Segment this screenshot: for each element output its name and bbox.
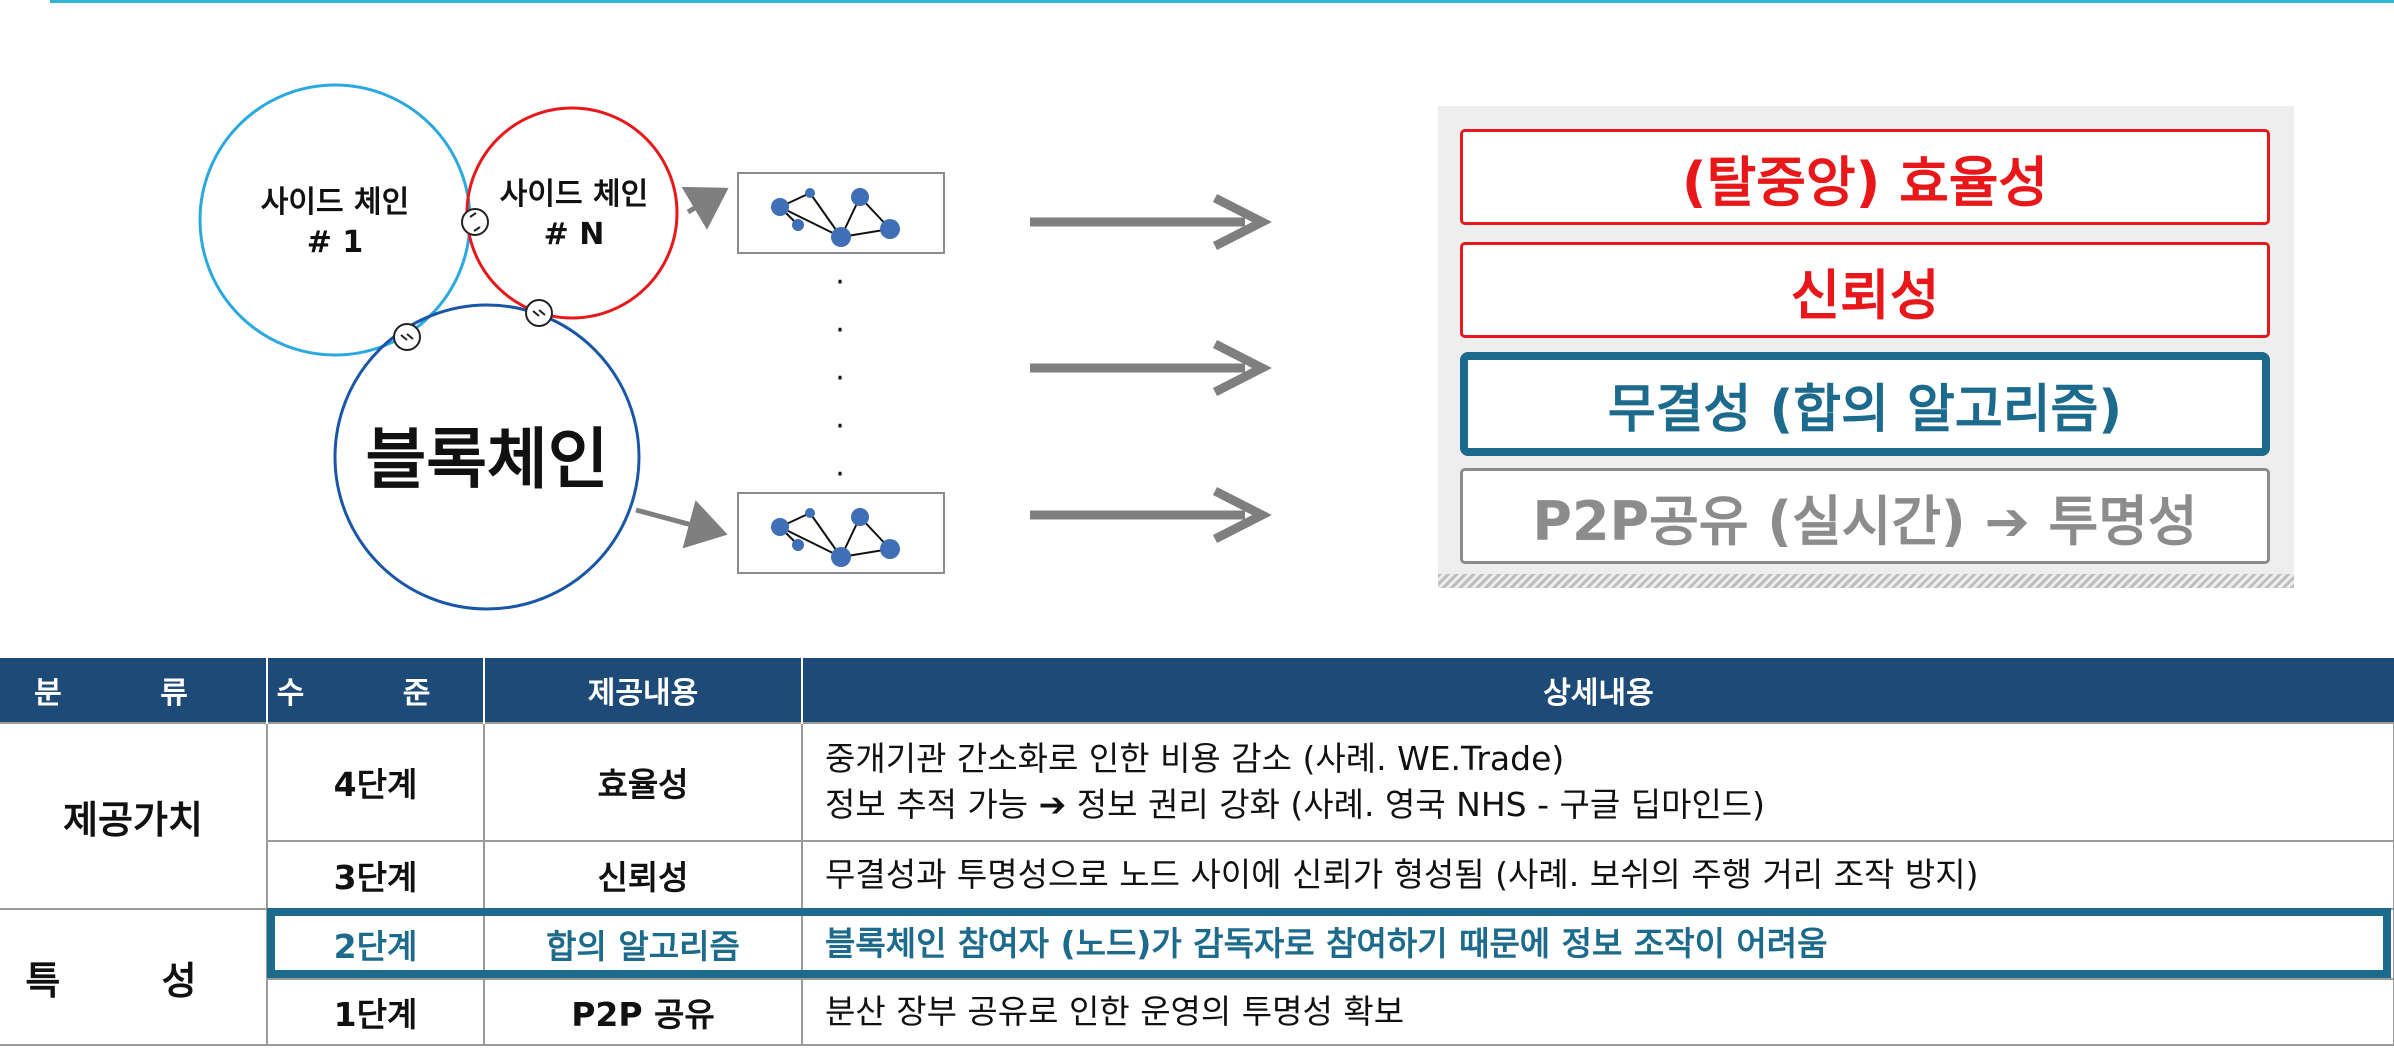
ellipsis-dot: · — [835, 313, 845, 348]
category-cell: 제공가치 — [0, 723, 267, 909]
content-cell: 효율성 — [484, 723, 802, 841]
table-row-highlighted: 특 성 2단계 합의 알고리즘 블록체인 참여자 (노드)가 감독자로 참여하기… — [0, 909, 2394, 979]
blockchain-label: 블록체인 — [366, 421, 609, 498]
level-cell: 1단계 — [267, 979, 484, 1045]
category-cell: 특 성 — [0, 909, 267, 1045]
network-image-bottom — [738, 493, 944, 573]
side-chain-1-label-line2: # 1 — [307, 225, 363, 260]
ellipsis-dot: · — [835, 265, 845, 300]
connector-icon — [462, 209, 488, 235]
network-image-top — [738, 173, 944, 253]
table-row: 제공가치 4단계 효율성 중개기관 간소화로 인한 비용 감소 (사례. WE.… — [0, 723, 2394, 841]
ellipsis-dot: · — [835, 457, 845, 492]
arrow-to-top-network — [688, 193, 720, 212]
content-cell: P2P 공유 — [484, 979, 802, 1045]
large-arrow — [1030, 491, 1262, 539]
side-chain-1-label-line1: 사이드 체인 — [261, 185, 409, 220]
table-header-row: 분 류 수 준 제공내용 상세내용 — [0, 658, 2394, 723]
efficiency-label: (탈중앙) 효율성 — [1682, 138, 2048, 217]
side-chain-n-circle — [467, 108, 677, 318]
level-cell: 4단계 — [267, 723, 484, 841]
blockchain-value-table: 분 류 수 준 제공내용 상세내용 제공가치 4단계 효율성 중개기관 간소화로… — [0, 658, 2394, 1046]
detail-cell: 분산 장부 공유로 인한 운영의 투명성 확보 — [802, 979, 2394, 1045]
trust-box: 신뢰성 — [1460, 242, 2270, 338]
level-cell: 2단계 — [267, 909, 484, 979]
connector-icon — [394, 324, 420, 350]
integrity-box: 무결성 (합의 알고리즘) — [1460, 352, 2270, 456]
detail-line: 정보 추적 가능 ➔ 정보 권리 강화 (사례. 영국 NHS - 구글 딥마인… — [825, 782, 2393, 828]
detail-cell: 블록체인 참여자 (노드)가 감독자로 참여하기 때문에 정보 조작이 어려움 — [802, 909, 2394, 979]
content-cell: 신뢰성 — [484, 841, 802, 909]
header-category: 분 류 — [0, 658, 267, 723]
connector-icon — [526, 300, 552, 326]
transparency-label: P2P공유 (실시간) ➔ 투명성 — [1532, 477, 2197, 556]
content-cell: 합의 알고리즘 — [484, 909, 802, 979]
side-chain-n-label-line1: 사이드 체인 — [500, 177, 648, 212]
header-level: 수 준 — [267, 658, 484, 723]
detail-line: 중개기관 간소화로 인한 비용 감소 (사례. WE.Trade) — [825, 736, 2393, 782]
level-cell: 3단계 — [267, 841, 484, 909]
table-row: 3단계 신뢰성 무결성과 투명성으로 노드 사이에 신뢰가 형성됨 (사례. 보… — [0, 841, 2394, 909]
blockchain-diagram: 사이드 체인 # 1 사이드 체인 # N 블록체인 · · · · · — [0, 0, 1300, 640]
large-arrow — [1030, 344, 1262, 392]
header-content: 제공내용 — [484, 658, 802, 723]
arrow-to-bottom-network — [636, 510, 718, 532]
transparency-box: P2P공유 (실시간) ➔ 투명성 — [1460, 468, 2270, 564]
side-chain-1-circle — [200, 85, 470, 355]
integrity-label: 무결성 (합의 알고리즘) — [1608, 367, 2122, 442]
efficiency-box: (탈중앙) 효율성 — [1460, 129, 2270, 225]
panel-shadow-hatch — [1438, 574, 2294, 588]
trust-label: 신뢰성 — [1790, 251, 1939, 330]
side-chain-n-label-line2: # N — [544, 217, 605, 252]
ellipsis-dot: · — [835, 409, 845, 444]
ellipsis-dot: · — [835, 361, 845, 396]
large-arrow — [1030, 198, 1262, 246]
header-detail: 상세내용 — [802, 658, 2394, 723]
detail-cell: 무결성과 투명성으로 노드 사이에 신뢰가 형성됨 (사례. 보쉬의 주행 거리… — [802, 841, 2394, 909]
detail-cell: 중개기관 간소화로 인한 비용 감소 (사례. WE.Trade) 정보 추적 … — [802, 723, 2394, 841]
table-row: 1단계 P2P 공유 분산 장부 공유로 인한 운영의 투명성 확보 — [0, 979, 2394, 1045]
